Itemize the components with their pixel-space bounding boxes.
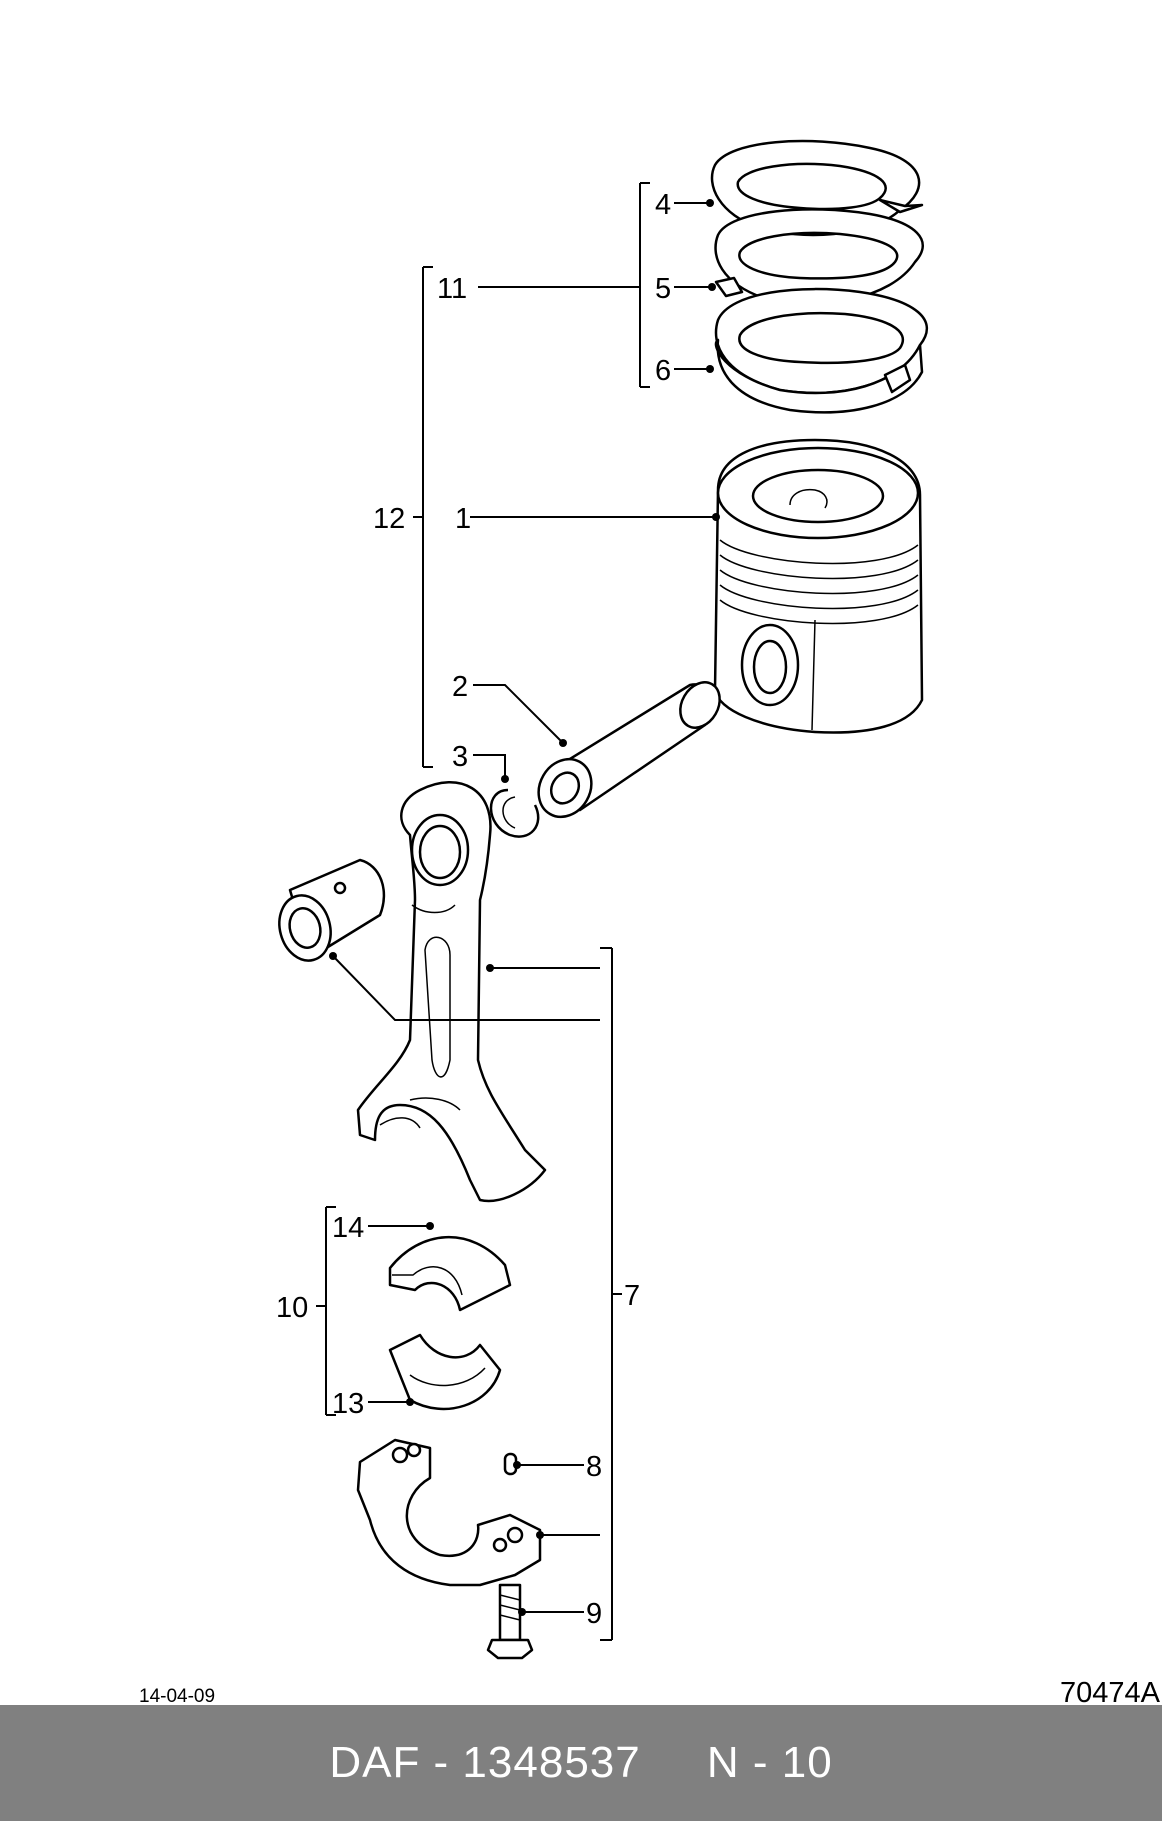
- small-end-bushing[interactable]: [272, 858, 386, 966]
- callout-7: 7: [624, 1280, 640, 1312]
- callout-5: 5: [655, 273, 671, 305]
- drawing-date: 14-04-09: [139, 1686, 215, 1705]
- footer-bar: DAF - 1348537 N - 10: [0, 1705, 1162, 1821]
- part-reference: DAF - 1348537 N - 10: [329, 1738, 833, 1787]
- callout-2: 2: [452, 671, 468, 703]
- callout-4: 4: [655, 189, 671, 221]
- circlip[interactable]: [489, 788, 540, 838]
- drawing-number: 70474A: [1060, 1677, 1161, 1705]
- piston[interactable]: [713, 438, 924, 734]
- callout-1: 1: [455, 503, 471, 535]
- rod-bolt[interactable]: [486, 1583, 534, 1660]
- piston-ring-middle[interactable]: [714, 208, 924, 305]
- bearing-shell-upper[interactable]: [388, 1235, 512, 1312]
- bearing-shell-lower[interactable]: [388, 1333, 502, 1411]
- callout-14: 14: [332, 1212, 364, 1244]
- connecting-rod[interactable]: [356, 781, 547, 1203]
- exploded-parts-diagram: 4 5 6 11 12 1 2 3 7 14 10 13 8 9 14-04-0…: [139, 139, 1161, 1705]
- callout-9: 9: [586, 1598, 602, 1630]
- callout-10: 10: [276, 1292, 308, 1324]
- callout-12: 12: [373, 503, 405, 535]
- callout-8: 8: [586, 1451, 602, 1483]
- callout-11: 11: [437, 273, 467, 305]
- callout-6: 6: [655, 355, 671, 387]
- piston-pin[interactable]: [528, 675, 727, 826]
- bearing-cap[interactable]: [356, 1438, 542, 1587]
- piston-ring-oil[interactable]: [714, 287, 928, 414]
- callout-3: 3: [452, 741, 468, 773]
- leader-lines: [316, 182, 720, 1641]
- callout-13: 13: [332, 1388, 364, 1420]
